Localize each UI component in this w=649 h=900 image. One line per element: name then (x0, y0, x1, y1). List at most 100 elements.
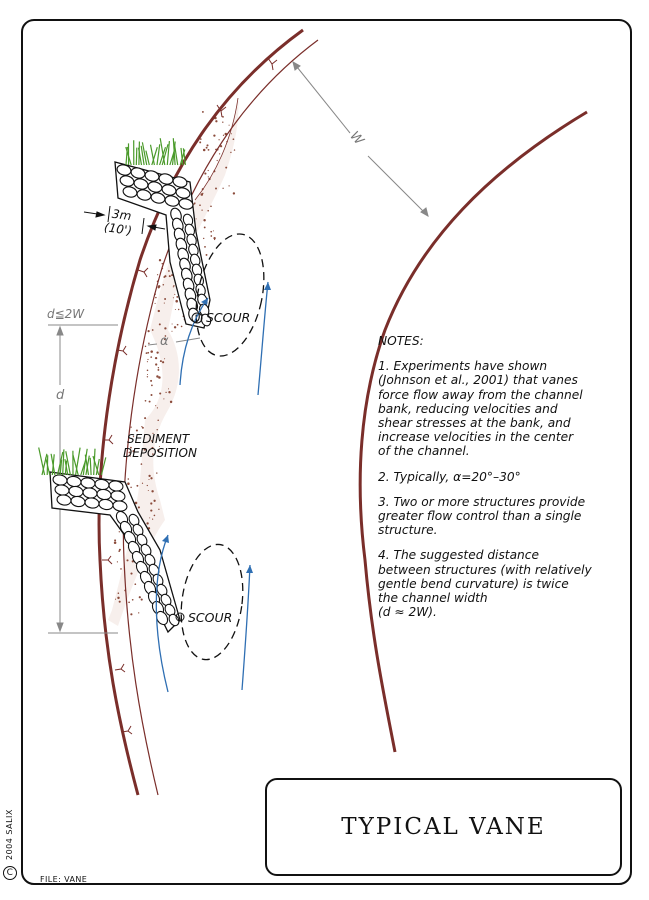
grass-blade (89, 457, 92, 476)
sediment-dot (158, 445, 160, 448)
sediment-dot (130, 426, 132, 428)
grass-blade (182, 148, 186, 166)
sediment-dot (228, 124, 230, 126)
sediment-dot (162, 283, 165, 286)
sediment-dot (147, 330, 150, 333)
grass-blade (56, 451, 64, 476)
sediment-dot (171, 323, 173, 325)
grass-blade (84, 454, 90, 476)
sediment-dot (222, 121, 224, 123)
sediment-dot (204, 246, 206, 248)
sediment-dot (207, 169, 209, 172)
copyright-text: 2004 SALIX (5, 809, 14, 860)
rock (175, 187, 191, 199)
sediment-dot (141, 482, 144, 484)
sediment-dot (118, 550, 121, 552)
sediment-dot (128, 601, 130, 604)
sediment-dot (169, 400, 173, 404)
grass-blade (180, 147, 184, 166)
sediment-dot (212, 230, 214, 232)
sediment-dot (134, 501, 138, 505)
sediment-dot (203, 226, 206, 229)
sediment-dot (195, 218, 197, 220)
scour-zone-lower (180, 543, 244, 661)
sediment-dot (127, 478, 130, 480)
sediment-dot (155, 296, 157, 299)
sediment-dot (150, 509, 153, 512)
sediment-dot (222, 187, 224, 189)
sediment-dot (135, 429, 138, 432)
sediment-dot (137, 506, 140, 509)
grass-blade (156, 144, 161, 166)
sediment-dot (157, 368, 160, 371)
sediment-dot (164, 327, 167, 330)
flow-arrowheads (162, 282, 271, 573)
sediment-dot (131, 598, 134, 601)
scour-label-upper: SCOUR (206, 310, 251, 325)
scour-leaders (175, 312, 203, 622)
grass-blade (85, 455, 90, 476)
sediment-dot (117, 592, 120, 594)
sediment-dot (118, 548, 121, 551)
sediment-dot (132, 449, 135, 453)
grass-blade (64, 458, 69, 476)
sediment-dot (149, 517, 151, 519)
sediment-dot (168, 270, 170, 272)
sediment-dot (157, 419, 159, 421)
note-item-4: 4. The suggested distance between struct… (378, 548, 592, 620)
sediment-dot (172, 286, 174, 288)
sediment-dot (215, 120, 218, 123)
sediment-dot (130, 572, 133, 575)
sediment-label-line1: SEDIMENT (127, 432, 190, 446)
sediment-dot (118, 531, 120, 533)
sediment-dot (163, 338, 166, 341)
sediment-dot (202, 237, 205, 240)
sediment-dot (168, 391, 171, 394)
sediment-dot (206, 144, 209, 147)
grass-blade (75, 447, 81, 476)
sediment-dot (180, 325, 183, 328)
sediment-dot (157, 367, 160, 369)
sediment-dot (148, 478, 150, 481)
grass-blade (125, 146, 128, 166)
sediment-dot (144, 417, 147, 420)
sediment-dot (171, 330, 173, 332)
sediment-dot (199, 141, 202, 144)
sediment-dot (174, 293, 176, 295)
sediment-dot (151, 384, 153, 387)
sediment-dot (222, 116, 224, 118)
sediment-dot (150, 393, 153, 397)
sediment-dot (205, 253, 208, 256)
sediment-dot (136, 484, 139, 487)
sediment-dot (126, 559, 129, 562)
sediment-dot (205, 146, 208, 149)
sediment-dot (144, 345, 147, 348)
lower-vane (49, 471, 181, 634)
sediment-dot (129, 455, 131, 457)
rock (155, 610, 169, 626)
rock (172, 176, 188, 188)
sediment-dot (213, 236, 216, 240)
grass-blade (145, 150, 150, 166)
sediment-dot (152, 518, 154, 520)
sediment-dot (128, 451, 131, 454)
sediment-dot (151, 329, 154, 331)
sediment-dot (151, 490, 154, 493)
sediment-dot (140, 463, 143, 465)
sediment-dot (159, 392, 162, 395)
sediment-dot (193, 203, 196, 205)
sediment-dot (134, 583, 137, 586)
sediment-dot (174, 308, 176, 311)
grass-blade (135, 147, 138, 166)
sediment-dot (118, 600, 121, 603)
sediment-dot (140, 598, 143, 601)
sediment-dot (233, 149, 236, 151)
sediment-dot (141, 426, 143, 428)
sediment-dot (176, 295, 179, 298)
sediment-dot (152, 432, 154, 434)
sediment-dot (148, 342, 150, 344)
sediment-dot (207, 209, 209, 212)
sediment-dot (201, 110, 204, 113)
sediment-dot (138, 596, 141, 599)
